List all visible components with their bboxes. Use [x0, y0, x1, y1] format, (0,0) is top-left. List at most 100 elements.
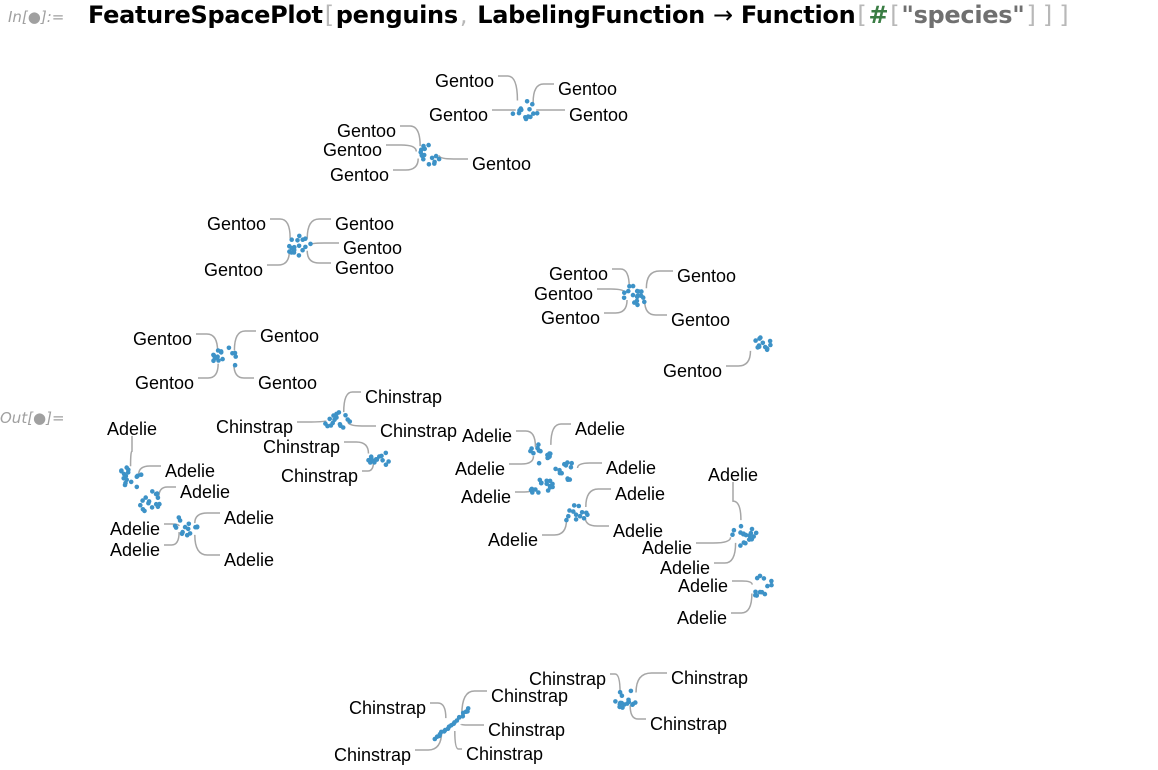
data-point[interactable] — [769, 578, 774, 584]
data-point[interactable] — [571, 503, 577, 508]
data-point[interactable] — [383, 462, 389, 468]
data-point[interactable] — [525, 114, 531, 119]
data-point[interactable] — [230, 351, 235, 356]
data-point[interactable] — [546, 454, 551, 460]
data-point[interactable] — [185, 526, 191, 532]
data-point[interactable] — [138, 502, 143, 508]
data-point[interactable] — [432, 159, 437, 165]
data-point[interactable] — [157, 501, 162, 507]
data-point[interactable] — [640, 295, 646, 300]
data-point[interactable] — [124, 465, 129, 470]
data-point[interactable] — [613, 699, 618, 704]
data-point[interactable] — [746, 537, 752, 542]
data-point[interactable] — [761, 576, 767, 581]
data-point[interactable] — [292, 244, 297, 250]
data-point[interactable] — [577, 513, 583, 519]
data-point[interactable] — [741, 531, 746, 536]
data-point[interactable] — [386, 459, 391, 464]
data-point[interactable] — [303, 236, 308, 241]
data-point[interactable] — [433, 153, 439, 159]
data-point[interactable] — [510, 111, 516, 116]
data-point[interactable] — [530, 490, 535, 495]
data-point[interactable] — [149, 505, 155, 510]
data-point[interactable] — [731, 527, 737, 533]
data-point[interactable] — [303, 244, 308, 250]
data-point[interactable] — [581, 516, 587, 521]
data-point[interactable] — [634, 288, 640, 294]
data-point[interactable] — [419, 147, 424, 153]
data-point[interactable] — [436, 156, 442, 162]
data-point[interactable] — [621, 295, 627, 301]
data-point[interactable] — [194, 524, 200, 529]
data-point[interactable] — [134, 484, 140, 490]
data-point[interactable] — [634, 298, 640, 304]
data-point[interactable] — [421, 156, 426, 162]
data-point[interactable] — [372, 460, 377, 465]
data-point[interactable] — [566, 513, 571, 519]
data-point[interactable] — [753, 530, 759, 536]
data-point[interactable] — [628, 688, 634, 694]
data-point[interactable] — [642, 299, 647, 305]
data-point[interactable] — [626, 288, 631, 294]
data-point[interactable] — [125, 470, 131, 475]
data-point[interactable] — [330, 420, 336, 426]
data-point[interactable] — [528, 448, 533, 454]
data-point[interactable] — [300, 247, 305, 253]
data-point[interactable] — [295, 238, 300, 243]
data-point[interactable] — [576, 503, 582, 509]
data-point[interactable] — [585, 512, 590, 518]
data-point[interactable] — [741, 540, 747, 545]
data-point[interactable] — [630, 701, 636, 707]
data-point[interactable] — [768, 342, 773, 348]
data-point[interactable] — [211, 352, 216, 358]
data-point[interactable] — [426, 142, 431, 148]
data-point[interactable] — [753, 338, 758, 343]
data-point[interactable] — [767, 338, 773, 344]
data-point[interactable] — [327, 416, 333, 422]
data-point[interactable] — [536, 460, 542, 466]
data-point[interactable] — [176, 515, 182, 520]
data-point[interactable] — [296, 253, 302, 258]
data-point[interactable] — [297, 233, 302, 239]
data-point[interactable] — [748, 530, 754, 536]
data-point[interactable] — [421, 152, 427, 158]
data-point[interactable] — [567, 477, 573, 482]
data-point[interactable] — [619, 693, 625, 698]
data-point[interactable] — [226, 345, 232, 351]
data-point[interactable] — [738, 523, 744, 529]
data-point[interactable] — [380, 458, 385, 463]
data-point[interactable] — [579, 510, 585, 515]
data-point[interactable] — [517, 108, 522, 113]
data-point[interactable] — [308, 241, 313, 247]
data-point[interactable] — [421, 143, 426, 149]
data-point[interactable] — [366, 457, 371, 463]
data-point[interactable] — [564, 517, 569, 523]
data-point[interactable] — [368, 454, 374, 460]
data-point[interactable] — [426, 162, 432, 167]
data-point[interactable] — [533, 487, 538, 492]
data-point[interactable] — [338, 423, 343, 429]
data-point[interactable] — [155, 495, 161, 501]
data-point[interactable] — [220, 356, 225, 362]
data-point[interactable] — [143, 495, 148, 500]
data-point[interactable] — [617, 689, 623, 695]
data-point[interactable] — [749, 526, 755, 532]
data-point[interactable] — [626, 699, 632, 705]
data-point[interactable] — [460, 714, 466, 719]
data-point[interactable] — [343, 413, 348, 418]
data-point[interactable] — [184, 532, 190, 538]
data-point[interactable] — [146, 499, 152, 504]
data-point[interactable] — [138, 472, 144, 478]
data-point[interactable] — [456, 714, 462, 720]
data-point[interactable] — [544, 478, 549, 484]
data-point[interactable] — [557, 467, 562, 473]
data-point[interactable] — [536, 442, 541, 447]
data-point[interactable] — [617, 704, 622, 710]
data-point[interactable] — [524, 99, 530, 104]
data-point[interactable] — [630, 292, 636, 298]
data-point[interactable] — [179, 531, 185, 537]
data-point[interactable] — [627, 284, 632, 289]
data-point[interactable] — [429, 155, 435, 161]
data-point[interactable] — [186, 521, 192, 527]
